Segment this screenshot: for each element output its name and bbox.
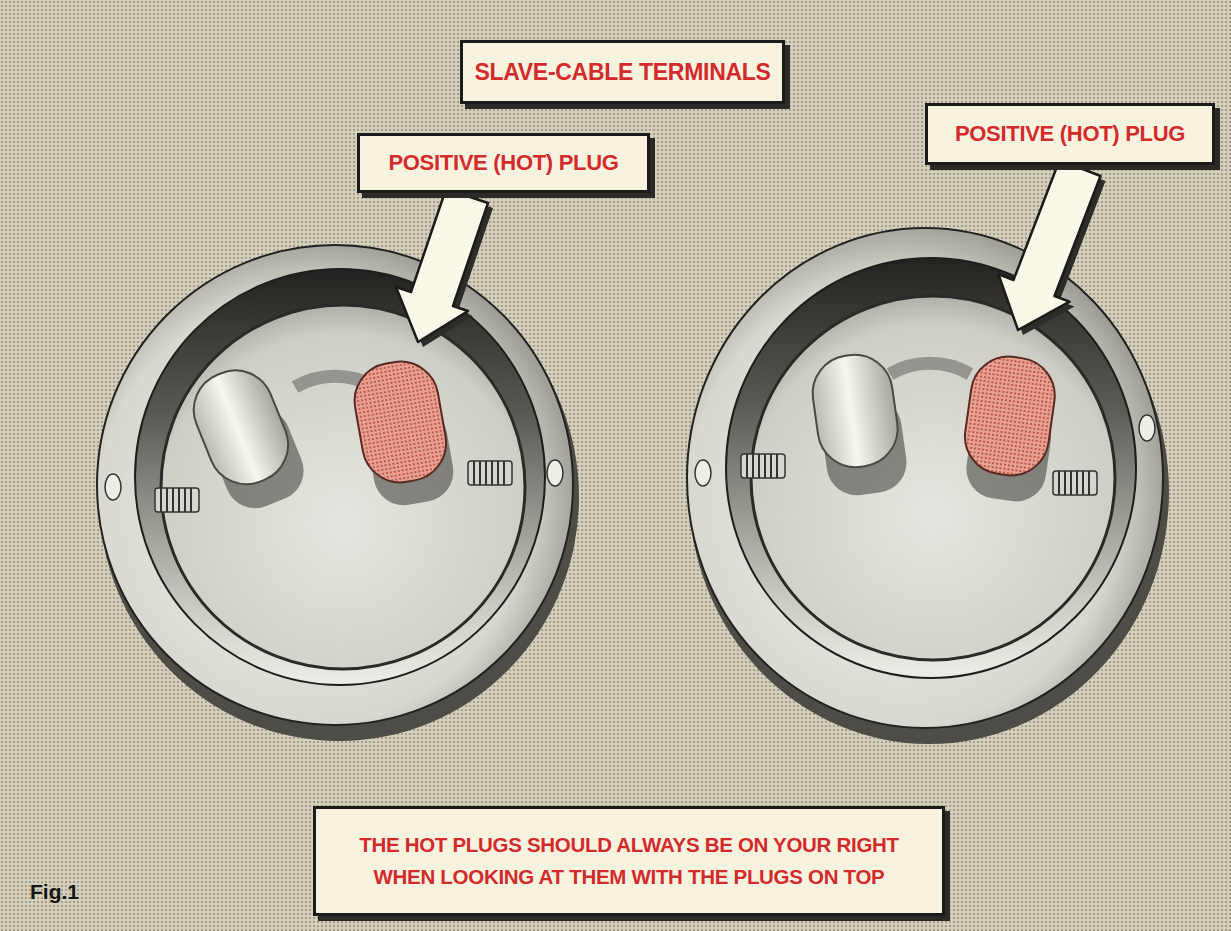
illustration-shape — [687, 228, 1163, 728]
illustration-shape — [695, 460, 711, 486]
pointer-arrow — [396, 189, 493, 347]
illustration-shape — [155, 488, 199, 512]
illustration-shape — [97, 245, 573, 725]
illustration-shape — [396, 189, 488, 342]
illustration-shape — [747, 454, 777, 478]
caption-box: THE HOT PLUGS SHOULD ALWAYS BE ON YOUR R… — [313, 806, 945, 916]
pointer-arrow — [999, 160, 1106, 335]
illustration-shape — [808, 350, 903, 472]
illustration-shape — [349, 356, 453, 489]
terminal-socket — [97, 245, 579, 741]
illustration-shape — [161, 488, 191, 512]
illustration-shape — [161, 305, 525, 669]
illustration-shape — [999, 160, 1101, 330]
illustration-shape — [751, 296, 1115, 660]
ground-plug — [182, 358, 312, 519]
callout-box: POSITIVE (HOT) PLUG — [925, 103, 1215, 165]
terminal-socket — [687, 228, 1169, 744]
illustration-shape — [468, 461, 512, 485]
illustration-shape — [1139, 415, 1155, 441]
callout-label: POSITIVE (HOT) PLUG — [388, 150, 618, 176]
figure-number: Fig.1 — [30, 880, 79, 904]
illustration-shape — [1053, 471, 1097, 495]
title-box: SLAVE-CABLE TERMINALS — [460, 40, 785, 104]
callout-box: POSITIVE (HOT) PLUG — [357, 133, 650, 193]
illustration-shape — [726, 258, 1136, 678]
illustration-shape — [890, 363, 970, 374]
illustration-shape — [1059, 471, 1089, 495]
terminal-screw — [155, 488, 199, 512]
illustration-shape — [135, 269, 545, 685]
terminal-screw — [741, 454, 785, 478]
callout-label: POSITIVE (HOT) PLUG — [955, 121, 1185, 147]
illustration-shape — [105, 474, 121, 500]
illustration-shape — [741, 454, 785, 478]
illustration-shape — [547, 460, 563, 486]
figure-caption: THE HOT PLUGS SHOULD ALWAYS BE ON YOUR R… — [326, 829, 932, 893]
illustration-shape — [474, 461, 504, 485]
ground-plug — [808, 349, 911, 499]
terminal-screw — [468, 461, 512, 485]
hot-plug — [957, 352, 1062, 506]
terminal-screw — [1053, 471, 1097, 495]
illustration-shape — [182, 359, 299, 496]
hot-plug — [349, 355, 459, 511]
figure-title: SLAVE-CABLE TERMINALS — [474, 59, 770, 86]
illustration-shape — [960, 352, 1060, 481]
